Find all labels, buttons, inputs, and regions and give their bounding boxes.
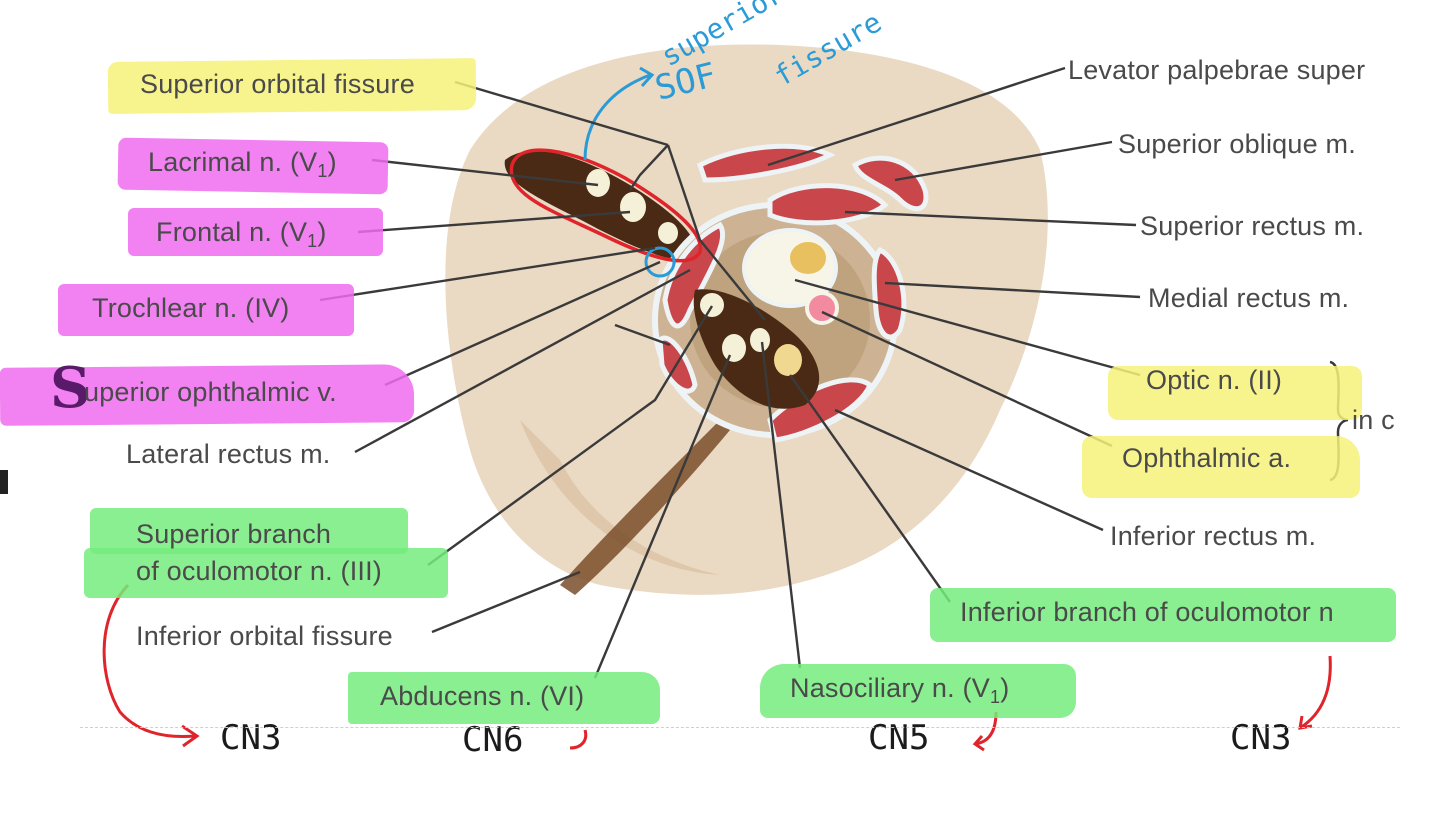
leader-line bbox=[629, 144, 669, 191]
leader-line bbox=[884, 281, 1141, 299]
inferior-orbital-fissure-shape bbox=[560, 420, 730, 595]
highlight-inferior-branch-oculomotor bbox=[930, 588, 1396, 642]
label-inferior-orbital-fissure: Inferior orbital fissure bbox=[136, 621, 393, 651]
nerve-blob bbox=[586, 169, 610, 197]
label-lateral-rectus: Lateral rectus m. bbox=[126, 439, 331, 469]
label-frontal-close: ) bbox=[317, 217, 327, 247]
leader-line bbox=[794, 278, 1141, 377]
leader-line bbox=[821, 310, 1113, 448]
leader-line bbox=[357, 210, 631, 234]
handwritten-s-mark: S bbox=[50, 355, 91, 421]
leader-line bbox=[384, 260, 661, 387]
leader-line bbox=[834, 408, 1104, 532]
highlight-abducens bbox=[348, 672, 660, 724]
label-medial-rectus: Medial rectus m. bbox=[1148, 283, 1350, 313]
leader-line bbox=[354, 268, 691, 454]
optic-nerve-core bbox=[790, 242, 826, 274]
leader-line bbox=[894, 140, 1113, 182]
ophthalmic-artery-shape bbox=[805, 291, 839, 325]
handwritten-cn5: CN5 bbox=[868, 718, 930, 758]
leader-line bbox=[844, 210, 1137, 227]
red-ink-sof-outline bbox=[509, 148, 703, 263]
leader-line bbox=[760, 341, 802, 669]
leader-line bbox=[371, 158, 599, 187]
label-lacrimal-subscript: 1 bbox=[317, 161, 328, 181]
leader-line bbox=[431, 570, 581, 634]
label-superior-orbital-fissure: Superior orbital fissure bbox=[140, 69, 415, 99]
nerve-blob bbox=[774, 344, 802, 376]
blue-ink-arrow bbox=[583, 66, 655, 161]
label-inferior-rectus: Inferior rectus m. bbox=[1110, 521, 1317, 551]
label-lacrimal-close: ) bbox=[327, 147, 337, 177]
highlight-optic bbox=[1108, 366, 1362, 420]
leader-line bbox=[789, 374, 951, 603]
label-ophthalmic-artery: Ophthalmic a. bbox=[1122, 443, 1292, 473]
label-abducens-nerve: Abducens n. (VI) bbox=[380, 681, 585, 711]
red-arrow-cn6 bbox=[569, 729, 588, 750]
red-arrow-cn3-right bbox=[1298, 655, 1332, 730]
leader-line bbox=[427, 305, 714, 566]
nerve-blob bbox=[750, 328, 770, 352]
leader-line bbox=[319, 246, 656, 302]
nerve-blob bbox=[700, 293, 724, 317]
highlight-trochlear bbox=[58, 284, 354, 336]
leader-line bbox=[454, 80, 669, 147]
label-lacrimal-nerve: Lacrimal n. (V1) bbox=[148, 146, 337, 181]
handwritten-cn3-right: CN3 bbox=[1230, 718, 1292, 758]
nerve-blob bbox=[722, 334, 746, 362]
handwritten-cn3-left: CN3 bbox=[220, 718, 282, 758]
medial-rectus-shape bbox=[871, 246, 907, 340]
leader-line bbox=[767, 66, 1066, 167]
label-superior-branch-line1: Superior branch bbox=[136, 519, 332, 549]
leader-line bbox=[593, 354, 732, 679]
margin-tick-mark bbox=[0, 470, 8, 494]
nerve-blob bbox=[658, 222, 678, 244]
handwritten-cn6: CN6 bbox=[462, 720, 524, 760]
label-nasociliary-text: Nasociliary n. (V bbox=[790, 673, 990, 703]
label-trochlear-nerve: Trochlear n. (IV) bbox=[92, 293, 290, 323]
leader-line bbox=[666, 144, 766, 321]
label-lacrimal-text: Lacrimal n. (V bbox=[148, 147, 318, 177]
label-superior-oblique: Superior oblique m. bbox=[1118, 129, 1356, 159]
highlight-nasociliary bbox=[760, 664, 1076, 718]
label-nasociliary-close: ) bbox=[1000, 673, 1010, 703]
label-inferior-branch-oculomotor: Inferior branch of oculomotor n bbox=[960, 597, 1334, 627]
label-nasociliary-subscript: 1 bbox=[989, 687, 1001, 707]
red-arrow-cn3-left bbox=[102, 583, 200, 748]
superior-orbital-fissure-shape bbox=[504, 150, 696, 260]
label-superior-ophthalmic-vein: uperior ophthalmic v. bbox=[84, 377, 337, 407]
label-frontal-subscript: 1 bbox=[307, 231, 318, 251]
highlight-superior-branch-oculomotor-line2 bbox=[84, 548, 448, 598]
label-levator-palpebrae: Levator palpebrae super bbox=[1068, 55, 1366, 85]
label-in-canal-fragment: in c bbox=[1352, 405, 1395, 435]
label-frontal-nerve: Frontal n. (V1) bbox=[156, 216, 327, 251]
label-optic-nerve: Optic n. (II) bbox=[1146, 365, 1283, 395]
label-frontal-text: Frontal n. (V bbox=[156, 217, 308, 247]
highlight-frontal bbox=[128, 208, 383, 256]
label-superior-rectus: Superior rectus m. bbox=[1140, 211, 1365, 241]
label-nasociliary-nerve: Nasociliary n. (V1) bbox=[790, 672, 1009, 707]
label-superior-branch-line2: of oculomotor n. (III) bbox=[136, 556, 382, 586]
leader-lines bbox=[319, 66, 1141, 679]
highlight-superior-branch-oculomotor bbox=[90, 508, 408, 554]
superior-oblique-shape bbox=[851, 155, 929, 212]
red-ink-arrows bbox=[102, 583, 1332, 752]
blue-ink-circle bbox=[644, 246, 676, 278]
superior-rectus-shape bbox=[767, 183, 889, 226]
nerve-blob bbox=[620, 192, 646, 222]
leader-line bbox=[614, 323, 671, 347]
notebook-guide-line bbox=[80, 727, 1400, 728]
highlight-ophthalmic-artery bbox=[1082, 436, 1360, 498]
